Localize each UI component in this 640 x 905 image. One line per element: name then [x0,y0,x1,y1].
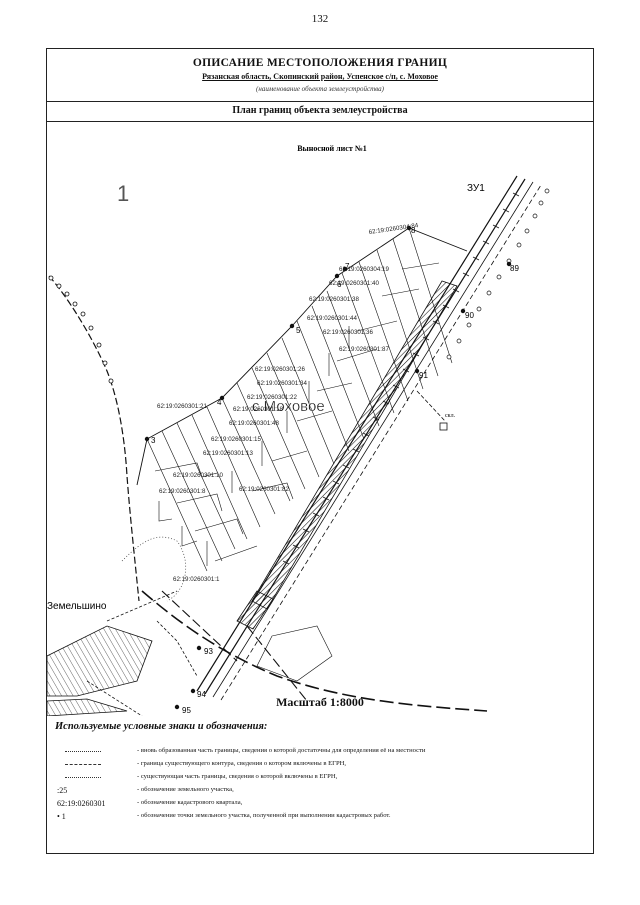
roadside-markers [446,188,550,360]
legend-symbol-text: 62:19:0260301 [57,799,106,808]
lower-parcel [256,625,333,682]
legend-symbol [55,746,127,758]
legend-symbol-text: • 1 [57,812,66,821]
parcel-label: 62:19:0260301:18 [233,406,283,413]
legend-row: - существующая часть границы, сведения о… [47,772,593,784]
point-label: 94 [197,690,206,699]
legend-title: Используемые условные знаки и обозначени… [55,721,268,732]
parcel-label: 62:19:0260301:34 [257,380,307,387]
point-label: 6 [337,280,342,289]
parcel-label: 62:19:0260301:1 [173,576,220,583]
legend-symbol-text: :25 [57,786,68,795]
boundary-points [144,225,512,710]
point-label: 3 [151,436,156,445]
legend-row: 62:19:0260301 - обозначение кадастрового… [47,798,593,810]
parcel-lots [146,227,453,572]
legend-symbol [55,759,127,771]
page-number: 132 [311,13,329,25]
parcel-label: 62:19:0260301:26 [255,366,305,373]
plan-title-bar: План границ объекта землеустройства [47,101,593,122]
zu-label: ЗУ1 [467,183,485,194]
legend-desc: - обозначение земельного участка, [137,786,234,793]
point-label: 4 [217,398,222,407]
parcel-label: 62:19:0260301:48 [229,420,279,427]
scale-label: Масштаб 1:8000 [276,695,364,709]
skl-label: скл. [445,413,456,419]
legend-symbol: :25 [55,785,127,797]
point-label: 90 [465,311,474,320]
legend-symbol: • 1 [55,811,127,823]
point-label: 91 [419,371,428,380]
legend-row: - граница существующего контура, сведени… [47,759,593,771]
legend-row: - вновь образованная часть границы, свед… [47,746,593,758]
dotted-contour [121,536,186,602]
parcel-label: 62:19:0260301:82 [239,486,289,493]
lower-roads [86,590,198,716]
legend-desc: - обозначение кадастрового квартала, [137,799,243,806]
boundary-markers [48,275,114,384]
settlement-boundary [48,275,140,602]
map-area[interactable]: Выносной лист №1 1 ЗУ1 [47,121,593,716]
parcel-label: 62:19:0260301:8 [159,488,206,495]
parcel-label: 62:19:0260301:22 [247,394,297,401]
main-road [196,175,542,701]
warehouse-icon [439,422,448,431]
object-note: (наименование объекта землеустройства) [256,85,384,93]
plan-title: План границ объекта землеустройства [232,105,408,116]
cadastral-map[interactable]: Выносной лист №1 1 ЗУ1 [47,121,593,716]
point-label: 89 [510,264,519,273]
legend-symbol [55,772,127,784]
header-block: ОПИСАНИЕ МЕСТОПОЛОЖЕНИЯ ГРАНИЦ Рязанская… [47,49,593,102]
point-label: 93 [204,647,213,656]
legend-desc: - обозначение точки земельного участка, … [137,812,391,819]
point-label: 8 [411,226,416,235]
legend-block: Используемые условные знаки и обозначени… [47,716,593,853]
legend-row: :25 - обозначение земельного участка, [47,785,593,797]
parcel-label: 62:19:0260301:21 [157,403,207,410]
field-hatched-2 [47,698,128,716]
document-title: ОПИСАНИЕ МЕСТОПОЛОЖЕНИЯ ГРАНИЦ [192,57,448,69]
point-label: 95 [182,706,191,715]
sheet-label: Выносной лист №1 [297,144,367,153]
outer-boundary-2 [161,590,308,702]
parcel-label: 62:19:0260301:15 [211,436,261,443]
parcel-label: 62:19:0260304:19 [339,266,389,273]
legend-desc: - вновь образованная часть границы, свед… [137,747,426,754]
parcel-label: 62:19:0260301:13 [203,450,253,457]
parcel-label: 62:19:0260301:10 [173,472,223,479]
point-label: 7 [345,262,350,271]
contour-number: 1 [117,181,129,206]
parcel-label: 62:19:0260301:44 [307,315,357,322]
point-label: 5 [296,326,301,335]
town-label: Земельшино [47,601,107,612]
road-ticks [282,192,520,565]
point-labels: 3 4 5 6 7 8 89 90 91 93 94 95 [151,226,519,715]
legend-desc: - существующая часть границы, сведения о… [137,773,338,780]
legend-row: • 1 - обозначение точки земельного участ… [47,811,593,823]
field-hatched-1 [47,625,153,697]
parcel-label: 62:19:0260301:40 [329,280,379,287]
legend-desc: - граница существующего контура, сведени… [137,760,347,767]
parcel-labels: 62:19:0260304:84 62:19:0260304:19 62:19:… [157,222,419,583]
object-address: Рязанская область, Скопинский район, Усп… [202,72,438,81]
village-label: с.Моховое [252,398,325,415]
document-frame: ОПИСАНИЕ МЕСТОПОЛОЖЕНИЯ ГРАНИЦ Рязанская… [46,48,594,854]
skl-leader [416,390,446,422]
parcel-label: 62:19:0260301:38 [309,296,359,303]
parcel-label: 62:19:0260301:36 [323,329,373,336]
parcel-label: 62:19:0260301:87 [339,346,389,353]
legend-symbol: 62:19:0260301 [55,798,127,810]
outer-boundary [141,590,488,712]
